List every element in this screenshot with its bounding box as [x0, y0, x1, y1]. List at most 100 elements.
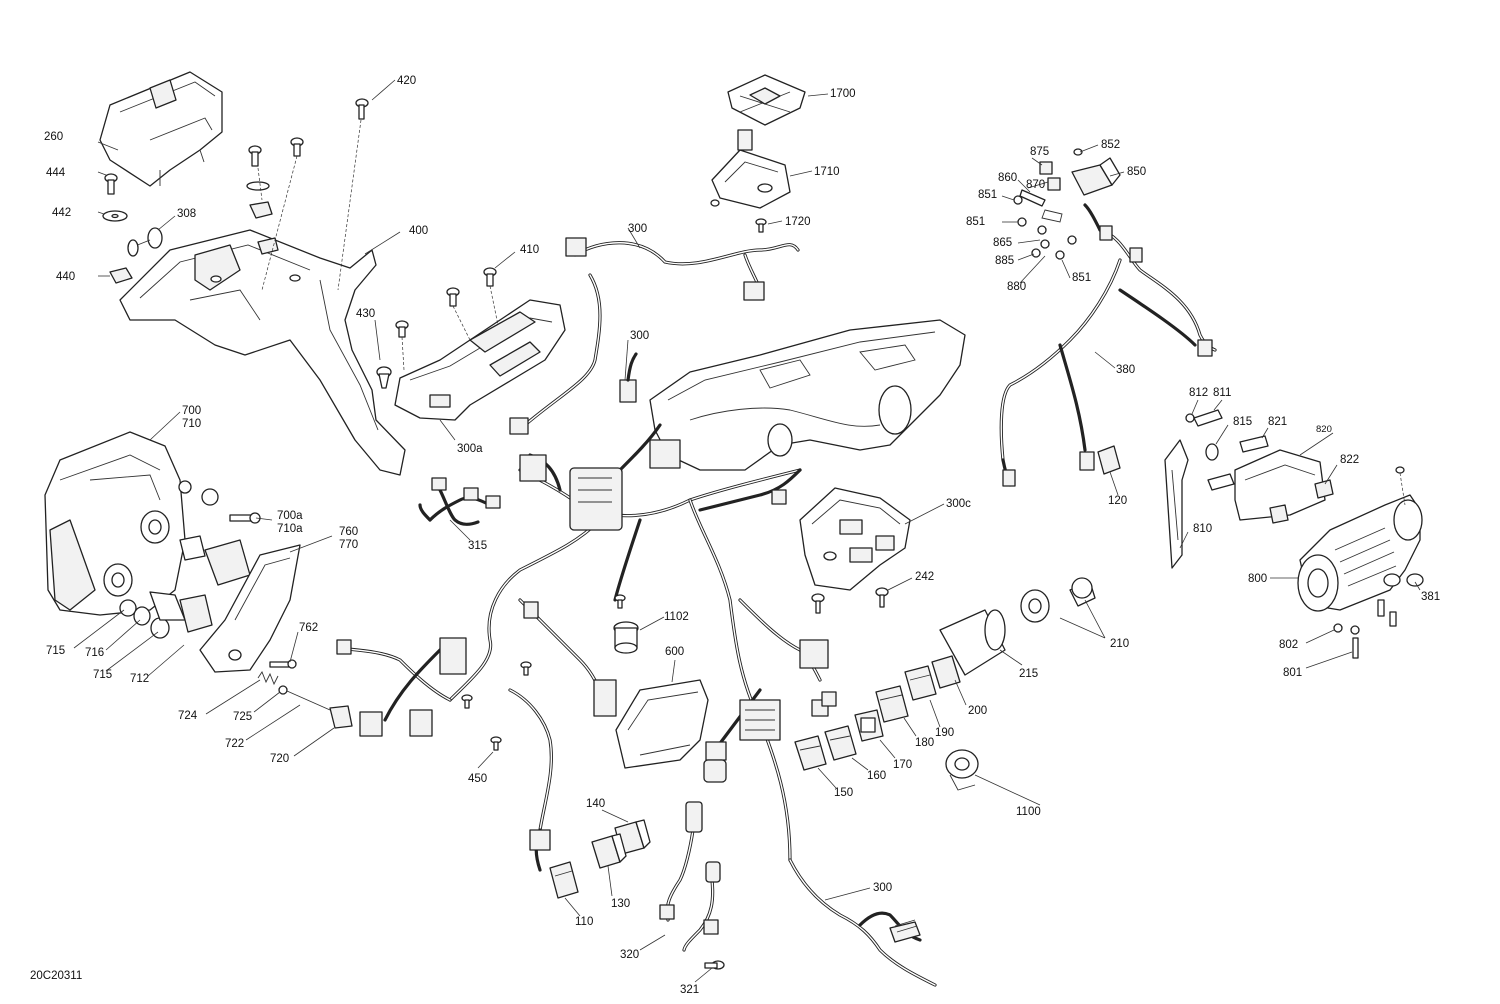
- callout-724: 724: [178, 710, 198, 722]
- part-450-screws[interactable]: [461, 594, 626, 751]
- callout-820: 820: [1316, 424, 1332, 435]
- part-760-770-bracket[interactable]: [199, 544, 301, 673]
- callout-400: 400: [409, 225, 428, 237]
- part-700a-bulb[interactable]: [179, 535, 251, 586]
- part-242-screws[interactable]: [811, 587, 889, 614]
- callout-812: 812: [1189, 387, 1208, 399]
- callout-880: 880: [1007, 281, 1026, 293]
- part-160-switch[interactable]: [824, 725, 857, 761]
- part-720-nut[interactable]: [329, 705, 353, 729]
- part-300-harness-upper[interactable]: [509, 237, 800, 435]
- part-300a-ecu-bracket[interactable]: [394, 299, 566, 421]
- callout-725: 725: [233, 711, 252, 723]
- part-130-relay[interactable]: [591, 833, 627, 869]
- callout-430: 430: [356, 308, 375, 320]
- part-440-clip[interactable]: [109, 267, 133, 284]
- part-810-winch-harness[interactable]: [1164, 439, 1189, 569]
- part-harness-branch-relays[interactable]: [529, 828, 551, 872]
- part-430-fastener[interactable]: [376, 366, 392, 389]
- callout-822: 822: [1340, 454, 1359, 466]
- callout-labels: 260 444 442 440 308 420 400 430 410 300a…: [30, 75, 1440, 996]
- callout-821: 821: [1268, 416, 1287, 428]
- callout-715-b: 715: [93, 669, 112, 681]
- callout-850: 850: [1127, 166, 1146, 178]
- part-444-screw[interactable]: [104, 173, 118, 195]
- part-connector-group[interactable]: [811, 691, 837, 717]
- part-400-bracket[interactable]: [119, 201, 406, 476]
- part-420-screw[interactable]: [355, 98, 369, 120]
- callout-320: 320: [620, 949, 639, 961]
- callout-308: 308: [177, 208, 196, 220]
- callout-440: 440: [56, 271, 75, 283]
- part-762-screw[interactable]: [269, 659, 297, 669]
- part-190-switch[interactable]: [904, 665, 937, 701]
- part-180-switch[interactable]: [875, 685, 909, 723]
- part-1100-socket[interactable]: [945, 749, 979, 791]
- callout-700: 700: [182, 405, 201, 417]
- part-300-harness-lower[interactable]: [788, 858, 937, 987]
- part-850-relay[interactable]: [1071, 157, 1121, 196]
- part-308-fastener[interactable]: [127, 227, 163, 257]
- callout-420: 420: [397, 75, 416, 87]
- part-442-washer[interactable]: [102, 210, 128, 222]
- part-812-811-815[interactable]: [1185, 409, 1223, 461]
- callout-720: 720: [270, 753, 289, 765]
- part-300c-fuse-box[interactable]: [799, 487, 911, 591]
- callout-300-bot: 300: [873, 882, 892, 894]
- callout-260: 260: [44, 131, 63, 143]
- part-110-relay[interactable]: [549, 861, 579, 899]
- part-dashboard-frame[interactable]: [649, 319, 966, 471]
- part-150-switch[interactable]: [794, 735, 827, 771]
- callout-444: 444: [46, 167, 66, 179]
- callout-442: 442: [52, 207, 71, 219]
- part-321-screw[interactable]: [704, 960, 725, 970]
- callout-852: 852: [1101, 139, 1120, 151]
- callout-760: 760: [339, 526, 358, 538]
- part-210-ignition[interactable]: [1020, 577, 1096, 623]
- part-200-switch[interactable]: [931, 655, 961, 689]
- callout-300-top: 300: [628, 223, 647, 235]
- part-170-switch[interactable]: [854, 709, 884, 742]
- part-320-harness[interactable]: [659, 801, 721, 952]
- part-1700-module[interactable]: [727, 74, 806, 126]
- callout-722: 722: [225, 738, 244, 750]
- part-120-connector[interactable]: [1097, 445, 1121, 475]
- callout-810: 810: [1193, 523, 1212, 535]
- callout-860: 860: [998, 172, 1017, 184]
- part-700-headlight[interactable]: [44, 431, 186, 616]
- part-315-sensor-harness[interactable]: [418, 477, 501, 526]
- callout-715-a: 715: [46, 645, 65, 657]
- part-875-870-860[interactable]: [1019, 148, 1083, 207]
- callout-815: 815: [1233, 416, 1252, 428]
- part-715-716-712-parts[interactable]: [119, 591, 213, 639]
- part-820-821-822-winch-mount[interactable]: [1207, 435, 1334, 524]
- callout-160: 160: [867, 770, 886, 782]
- callout-315: 315: [468, 540, 487, 552]
- part-1102-socket[interactable]: [613, 621, 639, 654]
- drawing-id: 20C20311: [30, 970, 82, 982]
- callout-885: 885: [995, 255, 1014, 267]
- leader-lines: [73, 79, 1421, 983]
- callout-120: 120: [1108, 495, 1127, 507]
- part-300-harness-main[interactable]: [336, 423, 829, 862]
- part-381-802-801-hardware[interactable]: [1333, 466, 1424, 659]
- part-215-cover[interactable]: [939, 609, 1006, 676]
- part-722-bolt[interactable]: [278, 685, 331, 711]
- part-725-spring[interactable]: [257, 671, 279, 686]
- part-screws-bracket[interactable]: [246, 137, 304, 191]
- part-410-screws[interactable]: [395, 267, 497, 338]
- callout-300c: 300c: [946, 498, 971, 510]
- part-1720-screw[interactable]: [710, 199, 767, 233]
- callout-600: 600: [665, 646, 684, 658]
- part-600-display-cluster[interactable]: [615, 679, 709, 769]
- part-380-harness[interactable]: [999, 203, 1217, 487]
- part-260-top-cover[interactable]: [99, 71, 223, 187]
- part-1710-module-bracket[interactable]: [711, 129, 791, 209]
- callout-875: 875: [1030, 146, 1049, 158]
- part-800-winch[interactable]: [1297, 494, 1423, 612]
- part-851-865-885-880-hardware[interactable]: [1013, 195, 1077, 260]
- part-710-fasteners[interactable]: [178, 480, 261, 524]
- callout-1100: 1100: [1016, 806, 1041, 818]
